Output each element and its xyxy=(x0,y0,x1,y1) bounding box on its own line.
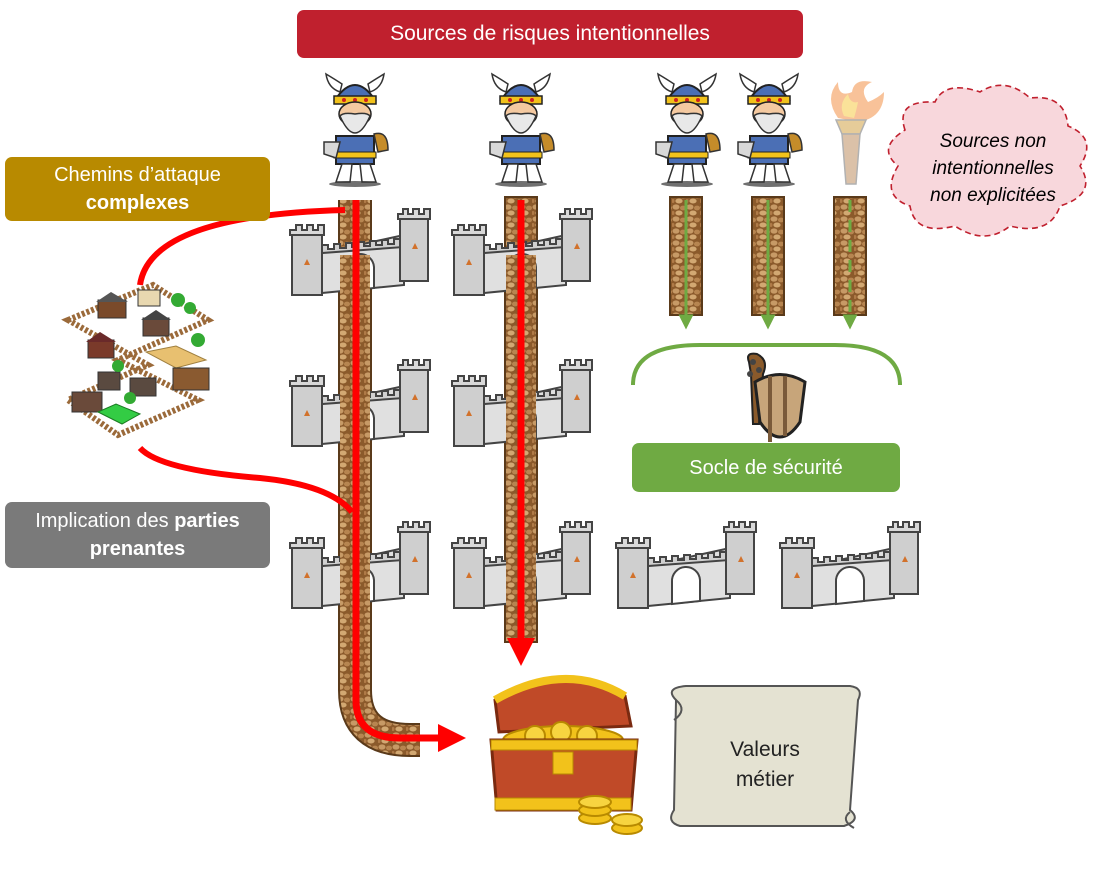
paths-line2: complexes xyxy=(85,192,190,214)
unintentional-arrows xyxy=(678,200,858,330)
complex-attack-paths-label: Chemins d’attaque complexes xyxy=(5,157,270,221)
socle-text: Socle de sécurité xyxy=(689,456,843,479)
intentional-sources-title: Sources de risques intentionnelles xyxy=(297,10,803,58)
cloud-line1: Sources non xyxy=(939,131,1047,152)
stakeholders-line1-bold: parties xyxy=(174,510,240,532)
cloud-line2: intentionnelles xyxy=(932,158,1054,179)
stakeholders-line1-plain: Implication des xyxy=(35,510,175,532)
scroll-line1: Valeurs xyxy=(730,738,800,761)
business-values-text: Valeurs métier xyxy=(700,735,830,795)
viking-attacker-icon xyxy=(323,73,803,188)
unintentional-sources-text: Sources non intentionnelles non explicit… xyxy=(893,128,1093,209)
village-icon xyxy=(61,281,215,439)
scroll-line2: métier xyxy=(735,768,795,791)
shield-club-icon xyxy=(747,352,807,442)
security-baseline-label: Socle de sécurité xyxy=(632,443,900,492)
cloud-line3: non explicitées xyxy=(930,185,1056,206)
stakeholders-line1: Implication des parties xyxy=(35,507,240,535)
attack-arrows xyxy=(137,200,535,752)
treasure-chest-icon xyxy=(489,675,643,835)
title-text: Sources de risques intentionnelles xyxy=(390,22,710,45)
stakeholders-label: Implication des parties prenantes xyxy=(5,502,270,568)
security-baseline-arc xyxy=(631,343,902,386)
parchment-scroll-icon xyxy=(670,685,861,829)
cloud-icon xyxy=(887,84,1088,237)
torch-icon xyxy=(831,81,884,185)
castle-wall-icon xyxy=(289,208,921,609)
paths-line1: Chemins d’attaque xyxy=(54,164,221,186)
attack-path-overlay xyxy=(340,255,536,635)
stakeholders-line2: prenantes xyxy=(89,538,186,560)
